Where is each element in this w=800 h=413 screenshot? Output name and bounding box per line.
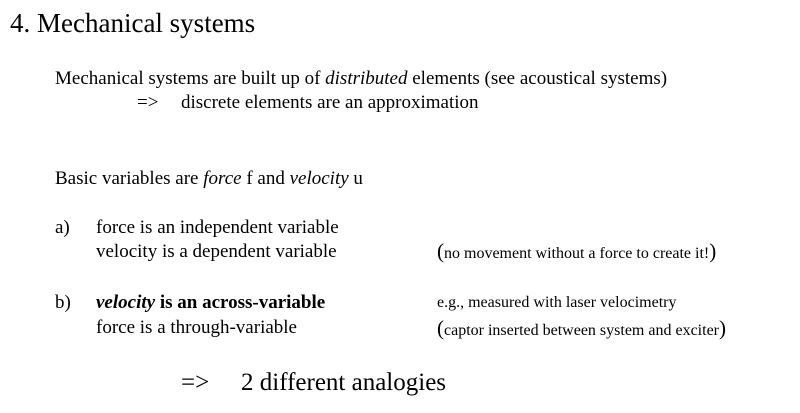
item-b-note-2-text: captor inserted between system and excit… xyxy=(444,322,719,339)
item-a-line-2: velocity is a dependent variable xyxy=(96,241,337,262)
item-a-note-open: ( xyxy=(437,239,444,263)
basic-text-c: u xyxy=(348,168,363,189)
basic-text-a: Basic variables are xyxy=(55,168,204,189)
item-b-velocity-emphasis: velocity xyxy=(96,292,156,313)
item-b-note-2: (captor inserted between system and exci… xyxy=(437,318,726,339)
item-b-line-2: force is a through-variable xyxy=(96,317,297,338)
velocity-emphasis: velocity xyxy=(289,168,349,189)
item-b-marker: b) xyxy=(55,292,71,313)
item-a-note-text: no movement without a force to create it… xyxy=(444,245,710,262)
intro-emphasis: distributed xyxy=(325,68,408,89)
basic-text-b: f and xyxy=(241,168,290,189)
item-b-note-2-close: ) xyxy=(719,316,726,340)
intro-line-1: Mechanical systems are built up of distr… xyxy=(55,69,667,88)
conclusion-text: 2 different analogies xyxy=(241,369,447,396)
basic-variables-line: Basic variables are force f and velocity… xyxy=(55,169,363,188)
force-emphasis: force xyxy=(203,168,242,189)
item-a-note: (no movement without a force to create i… xyxy=(437,241,716,262)
intro-arrow: => xyxy=(137,92,159,113)
item-b-note-1: e.g., measured with laser velocimetry xyxy=(437,294,677,311)
item-b-line-1: velocity is an across-variable xyxy=(96,293,325,312)
item-b-line-1-rest: is an across-variable xyxy=(155,292,326,313)
intro-text-b: elements (see acoustical systems) xyxy=(407,68,668,89)
intro-text-a: Mechanical systems are built up of xyxy=(55,68,326,89)
conclusion-arrow: => xyxy=(181,369,210,396)
intro-line-2: discrete elements are an approximation xyxy=(181,92,479,113)
item-a-note-close: ) xyxy=(709,239,717,263)
item-a-marker: a) xyxy=(55,217,70,238)
item-b-note-2-open: ( xyxy=(437,316,444,340)
page-title: 4. Mechanical systems xyxy=(10,8,256,38)
item-a-line-1: force is an independent variable xyxy=(96,217,339,238)
